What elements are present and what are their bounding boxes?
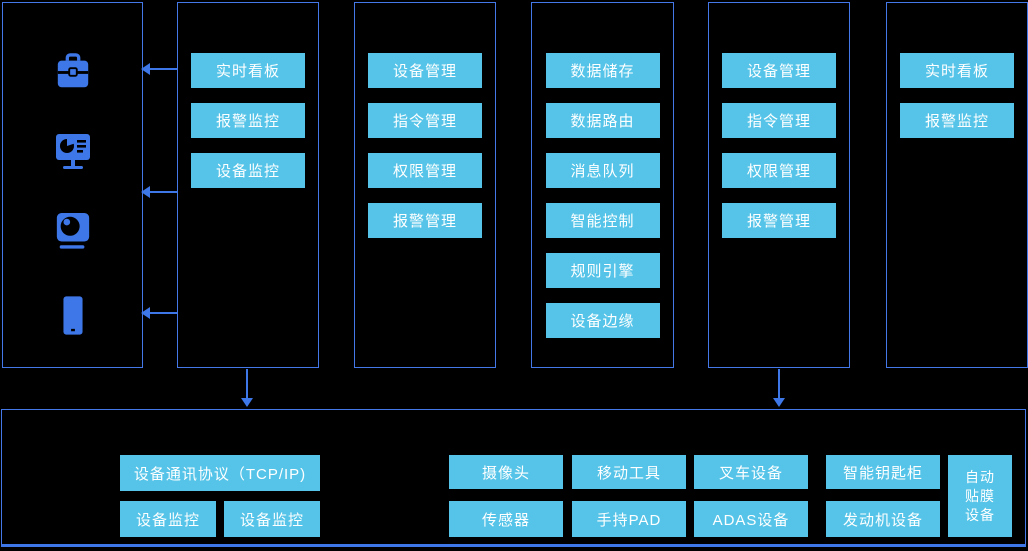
- chip-command-management[interactable]: 指令管理: [368, 103, 482, 138]
- monitor-chart-icon: [53, 131, 93, 171]
- chip-data-storage[interactable]: 数据储存: [545, 53, 660, 88]
- chip-auto-film-line: 自动: [965, 468, 995, 485]
- chip-forklift-device[interactable]: 叉车设备: [694, 455, 808, 489]
- chip-rule-engine[interactable]: 规则引擎: [545, 253, 660, 288]
- chip-alarm-management[interactable]: 报警管理: [368, 203, 482, 238]
- arrow-left-icon: [141, 186, 178, 198]
- chip-engine-device[interactable]: 发动机设备: [826, 501, 940, 537]
- chip-camera[interactable]: 摄像头: [449, 455, 563, 489]
- panel-management-right: 设备管理 指令管理 权限管理 报警管理: [708, 2, 850, 368]
- chip-realtime-dashboard[interactable]: 实时看板: [900, 53, 1014, 88]
- chip-handheld-pad[interactable]: 手持PAD: [572, 501, 686, 537]
- chip-auto-film-line: 贴膜: [965, 487, 995, 504]
- chip-auto-film-device[interactable]: 自动 贴膜 设备: [948, 455, 1012, 537]
- camera-icon: [54, 211, 92, 253]
- smartphone-icon: [62, 295, 83, 336]
- chip-device-management[interactable]: 设备管理: [368, 53, 482, 88]
- chip-adas-device[interactable]: ADAS设备: [694, 501, 808, 537]
- arrow-down-icon: [241, 369, 253, 407]
- chip-realtime-dashboard[interactable]: 实时看板: [191, 53, 305, 88]
- chip-data-routing[interactable]: 数据路由: [545, 103, 660, 138]
- chip-device-monitoring[interactable]: 设备监控: [191, 153, 305, 188]
- chip-device-management[interactable]: 设备管理: [722, 53, 836, 88]
- chip-mobile-tool[interactable]: 移动工具: [572, 455, 686, 489]
- panel-platform-core: 数据储存 数据路由 消息队列 智能控制 规则引擎 设备边缘: [531, 2, 674, 368]
- chip-smart-key-cabinet[interactable]: 智能钥匙柜: [826, 455, 940, 489]
- chip-sensor[interactable]: 传感器: [449, 501, 563, 537]
- panel-monitoring-app: 实时看板 报警监控 设备监控: [177, 2, 319, 368]
- chip-device-monitoring[interactable]: 设备监控: [224, 501, 320, 537]
- briefcase-icon: [54, 51, 92, 93]
- panel-management-left: 设备管理 指令管理 权限管理 报警管理: [354, 2, 496, 368]
- arrow-down-icon: [773, 369, 785, 407]
- chip-permission-management[interactable]: 权限管理: [722, 153, 836, 188]
- chip-alarm-management[interactable]: 报警管理: [722, 203, 836, 238]
- panel-device-access: 设备通讯协议（TCP/IP) 设备监控 设备监控 摄像头 移动工具 叉车设备 智…: [1, 409, 1026, 547]
- chip-device-edge[interactable]: 设备边缘: [545, 303, 660, 338]
- chip-device-protocol[interactable]: 设备通讯协议（TCP/IP): [120, 455, 320, 491]
- chip-smart-control[interactable]: 智能控制: [545, 203, 660, 238]
- chip-alarm-monitoring[interactable]: 报警监控: [191, 103, 305, 138]
- chip-alarm-monitoring[interactable]: 报警监控: [900, 103, 1014, 138]
- chip-command-management[interactable]: 指令管理: [722, 103, 836, 138]
- chip-device-monitoring[interactable]: 设备监控: [120, 501, 216, 537]
- chip-permission-management[interactable]: 权限管理: [368, 153, 482, 188]
- arrow-left-icon: [141, 63, 178, 75]
- panel-dashboard: 实时看板 报警监控: [886, 2, 1028, 368]
- chip-message-queue[interactable]: 消息队列: [545, 153, 660, 188]
- chip-auto-film-line: 设备: [965, 506, 995, 523]
- arrow-left-icon: [141, 307, 178, 319]
- panel-terminal-devices: [2, 2, 143, 368]
